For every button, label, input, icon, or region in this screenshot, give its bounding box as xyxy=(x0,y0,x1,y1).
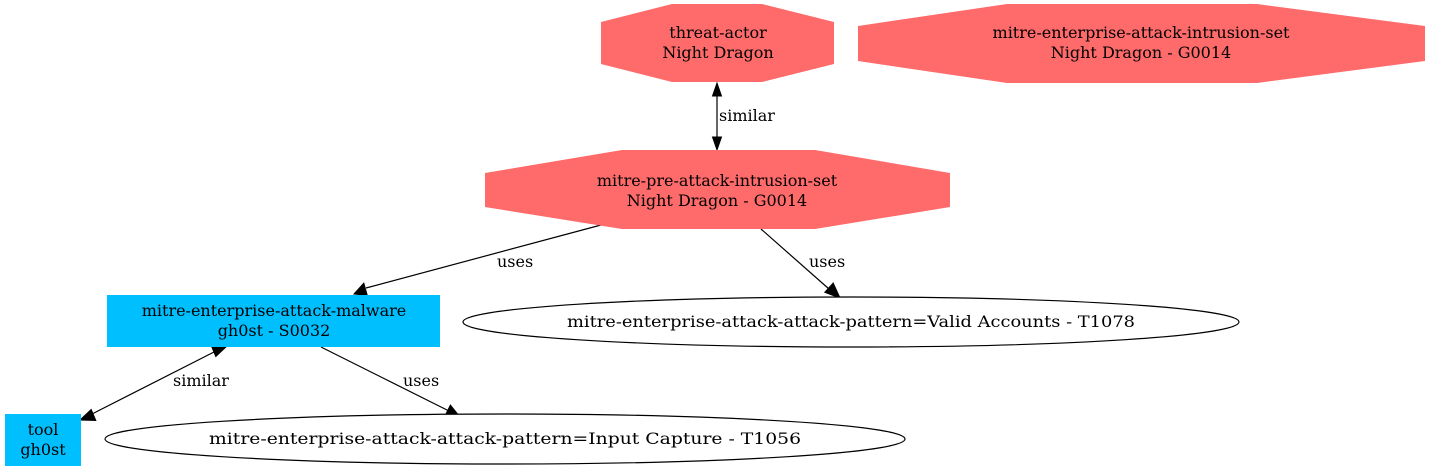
ellipse-shape xyxy=(104,413,906,465)
node-pre-attack-intrusion-set[interactable]: mitre-pre-attack-intrusion-set Night Dra… xyxy=(485,150,950,229)
node-name-label: Night Dragon xyxy=(662,43,773,62)
edge-threat-actor-similar-pre-attack[interactable]: similar xyxy=(711,81,776,152)
edge-label: similar xyxy=(173,371,229,390)
node-type-label: threat-actor xyxy=(669,23,767,42)
edge-pre-attack-uses-valid-accounts[interactable]: uses xyxy=(760,228,845,299)
ellipse-shape xyxy=(462,296,1240,348)
edge-label: similar xyxy=(719,106,775,125)
octagon-shape xyxy=(601,4,834,82)
node-input-capture[interactable]: mitre-enterprise-attack-attack-pattern=I… xyxy=(104,413,906,465)
edge-line xyxy=(91,351,215,415)
node-name-label: Night Dragon - G0014 xyxy=(627,191,807,210)
box-shape xyxy=(107,295,440,347)
edge-label: uses xyxy=(497,252,533,271)
node-name-label: Night Dragon - G0014 xyxy=(1051,43,1231,62)
edge-line xyxy=(365,224,602,289)
edge-malware-similar-tool[interactable]: similar xyxy=(78,344,229,422)
edge-label: uses xyxy=(809,252,845,271)
node-threat-actor[interactable]: threat-actor Night Dragon xyxy=(601,4,834,82)
arrowhead-icon xyxy=(711,136,723,152)
node-type-label: mitre-enterprise-attack-malware xyxy=(142,301,407,320)
arrowhead-icon xyxy=(352,282,368,297)
edge-pre-attack-uses-malware[interactable]: uses xyxy=(352,224,602,297)
edge-malware-uses-input-capture[interactable]: uses xyxy=(320,346,462,418)
arrowhead-icon xyxy=(823,282,841,299)
node-type-label: mitre-pre-attack-intrusion-set xyxy=(597,171,838,190)
node-type-label: mitre-enterprise-attack-intrusion-set xyxy=(993,23,1291,42)
node-tool[interactable]: tool gh0st xyxy=(5,414,81,466)
box-shape xyxy=(5,414,81,466)
edge-line xyxy=(760,228,830,290)
node-name-label: gh0st xyxy=(20,440,66,459)
node-name-label: gh0st - S0032 xyxy=(218,321,331,340)
octagon-shape xyxy=(858,4,1425,83)
node-label: mitre-enterprise-attack-attack-pattern=I… xyxy=(209,429,801,448)
node-type-label: tool xyxy=(28,420,59,439)
arrowhead-icon xyxy=(210,344,229,358)
edge-label: uses xyxy=(403,371,439,390)
octagon-shape xyxy=(485,150,950,229)
node-label: mitre-enterprise-attack-attack-pattern=V… xyxy=(567,312,1135,331)
arrowhead-icon xyxy=(78,408,97,422)
edge-line xyxy=(320,346,450,412)
node-valid-accounts[interactable]: mitre-enterprise-attack-attack-pattern=V… xyxy=(462,296,1240,348)
arrowhead-icon xyxy=(711,81,723,97)
node-malware[interactable]: mitre-enterprise-attack-malware gh0st - … xyxy=(107,295,440,347)
node-enterprise-intrusion-set[interactable]: mitre-enterprise-attack-intrusion-set Ni… xyxy=(858,4,1425,83)
